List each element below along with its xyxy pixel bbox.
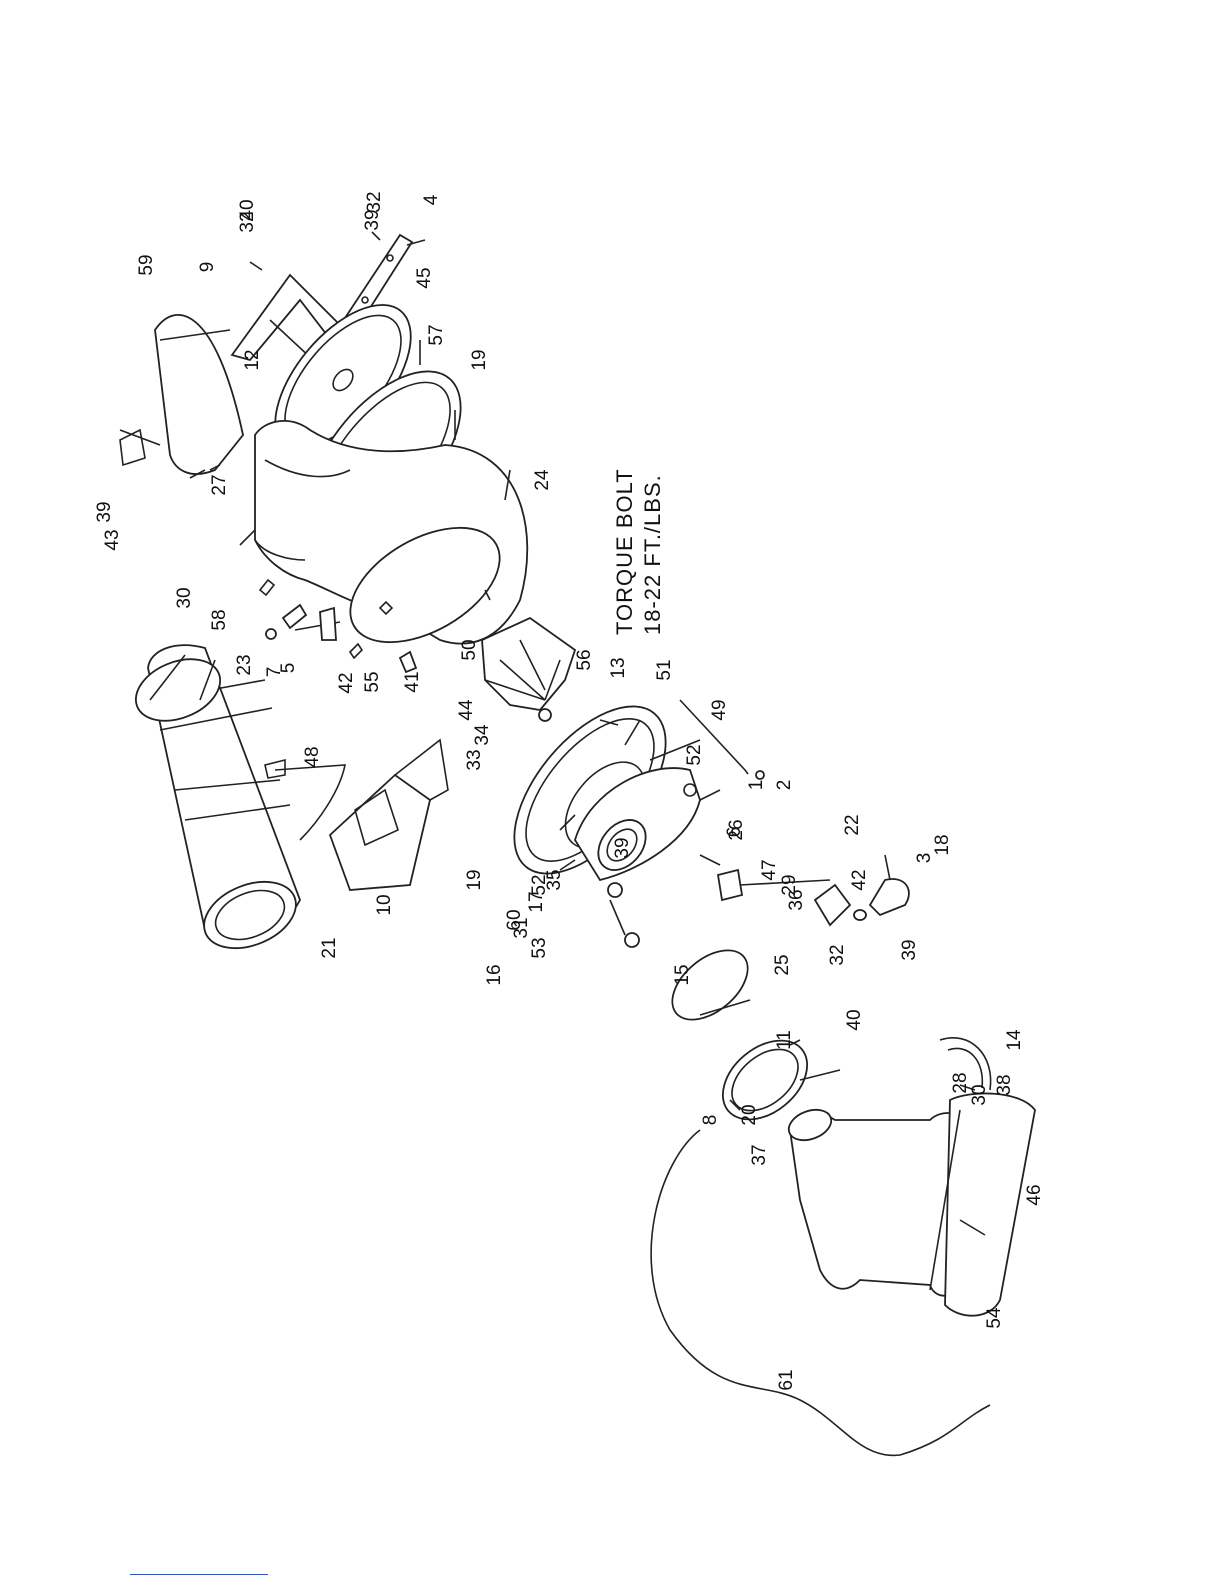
part-label: 12 xyxy=(242,349,263,370)
part-label: 15 xyxy=(672,964,693,985)
part-label: 42 xyxy=(336,672,357,693)
part-label: 44 xyxy=(456,699,477,721)
part-label: 55 xyxy=(362,671,383,692)
control-box-part xyxy=(265,740,448,890)
part-label: 7 xyxy=(264,667,285,678)
part-label: 61 xyxy=(776,1369,797,1390)
part-label: 38 xyxy=(994,1074,1015,1095)
part-label: 36 xyxy=(786,889,807,910)
part-label: 4 xyxy=(421,194,442,205)
part-label: 45 xyxy=(414,267,435,288)
part-label: 19 xyxy=(469,349,490,370)
part-label: 33 xyxy=(464,749,485,770)
part-label: 49 xyxy=(709,699,730,720)
part-label: 21 xyxy=(319,937,340,958)
part-label: 14 xyxy=(1004,1029,1025,1051)
part-label: 30 xyxy=(174,587,195,608)
torque-note-line1: TORQUE BOLT xyxy=(612,468,637,635)
part-label: 58 xyxy=(209,609,230,630)
part-label: 24 xyxy=(532,469,553,491)
footer-rule xyxy=(130,1574,268,1575)
part-label: 22 xyxy=(842,814,863,835)
part-label: 11 xyxy=(774,1030,795,1050)
part-label: 59 xyxy=(136,254,157,275)
inlet-duct-part xyxy=(785,1104,965,1295)
part-label: 46 xyxy=(1024,1184,1045,1205)
part-label: 48 xyxy=(302,746,323,767)
part-label: 28 xyxy=(950,1072,971,1093)
part-label: 9 xyxy=(197,262,218,273)
part-label: 57 xyxy=(426,324,447,345)
impeller-part xyxy=(482,618,575,721)
part-label: 53 xyxy=(529,937,550,958)
part-label: 56 xyxy=(574,649,595,670)
torque-note-line2: 18-22 FT./LBS. xyxy=(640,474,665,635)
part-label: 43 xyxy=(102,529,123,550)
part-label: 16 xyxy=(484,964,505,985)
part-label: 30 xyxy=(969,1084,990,1105)
part-label: 39 xyxy=(94,501,115,522)
part-label: 41 xyxy=(402,671,423,692)
part-label: 40 xyxy=(237,199,258,220)
part-label: 25 xyxy=(772,954,793,975)
assembly-drawing xyxy=(120,232,1035,1455)
torque-note: TORQUE BOLT 18-22 FT./LBS. xyxy=(612,468,665,635)
part-label: 39 xyxy=(612,837,633,858)
motor-part xyxy=(127,645,306,961)
part-label: 2 xyxy=(774,780,795,791)
part-label: 52 xyxy=(529,874,550,895)
part-label: 27 xyxy=(209,474,230,495)
part-label: 34 xyxy=(472,724,493,746)
part-label: 37 xyxy=(749,1144,770,1165)
part-label: 39 xyxy=(899,939,920,960)
part-label: 60 xyxy=(504,909,525,930)
part-label: 18 xyxy=(932,834,953,855)
part-label: 54 xyxy=(984,1307,1005,1329)
part-label: 19 xyxy=(464,869,485,890)
part-label: 40 xyxy=(844,1009,865,1030)
part-label: 51 xyxy=(654,659,675,680)
part-label: 32 xyxy=(827,944,848,965)
part-label: 47 xyxy=(759,859,780,880)
part-label: 42 xyxy=(849,869,870,890)
part-label: 32 xyxy=(364,191,385,212)
spring-part xyxy=(608,883,639,947)
part-label: 39 xyxy=(362,209,383,230)
part-label: 26 xyxy=(726,819,747,840)
part-label: 1 xyxy=(746,780,767,791)
part-label: 10 xyxy=(374,894,395,915)
cover-part xyxy=(120,315,243,474)
part-label: 20 xyxy=(739,1104,760,1125)
leader-lines xyxy=(120,232,985,1235)
part-label: 13 xyxy=(608,657,629,678)
part-label: 52 xyxy=(684,744,705,765)
part-label: 50 xyxy=(459,639,480,660)
part-label: 23 xyxy=(234,654,255,675)
part-label: 8 xyxy=(700,1115,721,1126)
